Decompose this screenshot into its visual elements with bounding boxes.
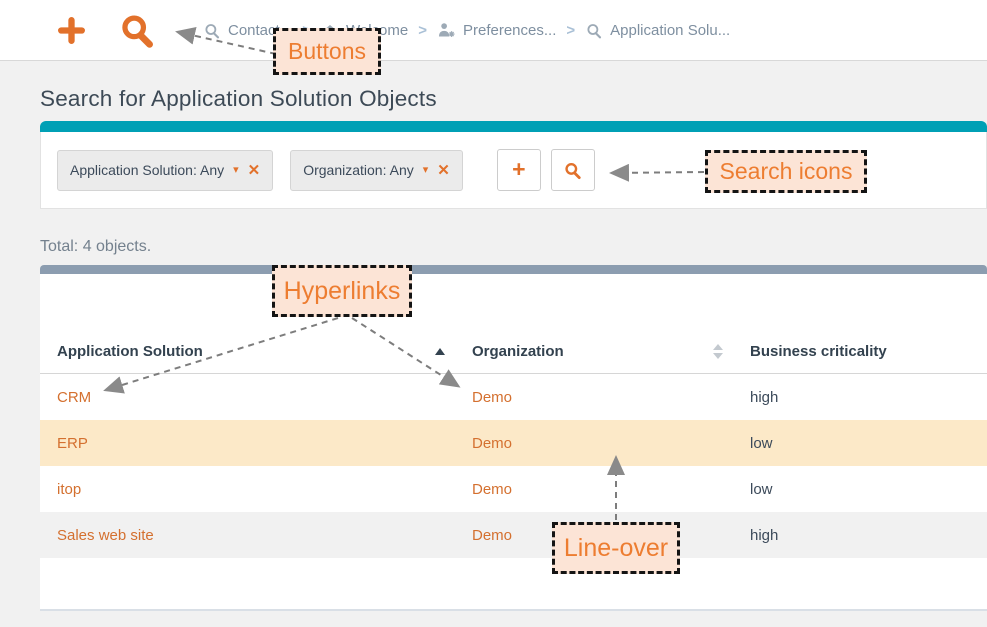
table-header-row: Application Solution Organization Busine…	[40, 274, 987, 374]
column-header-organization[interactable]: Organization	[455, 343, 733, 360]
results-table-panel: Application Solution Organization Busine…	[40, 265, 987, 611]
search-icon	[565, 162, 581, 179]
breadcrumb-item-application-solution[interactable]: Application Solu...	[585, 22, 730, 40]
business-criticality-value: low	[750, 480, 773, 498]
add-criterion-button[interactable]: +	[496, 149, 541, 191]
business-criticality-value: low	[750, 434, 773, 452]
column-label: Business criticality	[750, 343, 887, 360]
search-panel-header-bar	[40, 121, 987, 132]
plus-icon	[58, 17, 85, 44]
organization-link[interactable]: Demo	[472, 480, 513, 498]
organization-link[interactable]: Demo	[472, 434, 513, 452]
column-header-application-solution[interactable]: Application Solution	[40, 343, 455, 360]
chevron-down-icon[interactable]: ▾	[422, 163, 429, 176]
sort-unsorted-icon[interactable]	[713, 344, 723, 359]
global-search-button[interactable]	[118, 12, 155, 54]
annotation-line-over: Line-over	[552, 522, 680, 574]
search-icon	[122, 15, 153, 48]
organization-link[interactable]: Demo	[472, 388, 513, 406]
new-object-button[interactable]	[55, 14, 88, 52]
filter-chip-label: Application Solution: Any	[70, 162, 225, 178]
top-toolbar: Contact... > Welcome > Preferences... >	[0, 0, 987, 61]
search-icon	[585, 22, 603, 40]
breadcrumb-separator: >	[418, 22, 427, 39]
results-total: Total: 4 objects.	[40, 238, 152, 255]
column-label: Organization	[472, 343, 564, 360]
close-icon[interactable]: ✕	[437, 161, 450, 179]
user-gear-icon	[437, 21, 456, 40]
sort-ascending-icon[interactable]	[435, 348, 445, 355]
application-solution-link[interactable]: CRM	[57, 388, 92, 406]
table-row: itop Demo low	[40, 466, 987, 512]
business-criticality-value: high	[750, 526, 779, 544]
filter-chip-application-solution[interactable]: Application Solution: Any ▾ ✕	[57, 149, 274, 191]
organization-link[interactable]: Demo	[472, 526, 513, 544]
table-header-bar	[40, 265, 987, 274]
annotation-hyperlinks: Hyperlinks	[272, 265, 412, 317]
business-criticality-value: high	[750, 388, 779, 406]
results-table: Application Solution Organization Busine…	[40, 274, 987, 611]
run-search-button[interactable]	[550, 149, 595, 191]
application-solution-link[interactable]: itop	[57, 480, 82, 498]
page-title: Search for Application Solution Objects	[40, 86, 437, 111]
application-solution-link[interactable]: Sales web site	[57, 526, 154, 544]
filter-chip-label: Organization: Any	[303, 162, 414, 178]
filter-chip-organization[interactable]: Organization: Any ▾ ✕	[290, 149, 463, 191]
annotation-buttons: Buttons	[273, 28, 381, 75]
chevron-down-icon[interactable]: ▾	[233, 163, 239, 176]
annotation-search-icons: Search icons	[705, 150, 867, 193]
search-icon	[203, 22, 221, 40]
table-row: Sales web site Demo high	[40, 512, 987, 558]
table-row-line-over: ERP Demo low	[40, 420, 987, 466]
column-header-business-criticality[interactable]: Business criticality	[733, 343, 987, 360]
breadcrumb-label: Preferences...	[462, 22, 557, 39]
close-icon[interactable]: ✕	[247, 161, 261, 179]
breadcrumb-separator: >	[566, 22, 576, 39]
application-solution-link[interactable]: ERP	[57, 434, 88, 452]
table-row: CRM Demo high	[40, 374, 987, 420]
breadcrumb-item-preferences[interactable]: Preferences...	[437, 21, 556, 40]
breadcrumb-label: Application Solu...	[610, 22, 731, 39]
column-label: Application Solution	[57, 343, 203, 360]
